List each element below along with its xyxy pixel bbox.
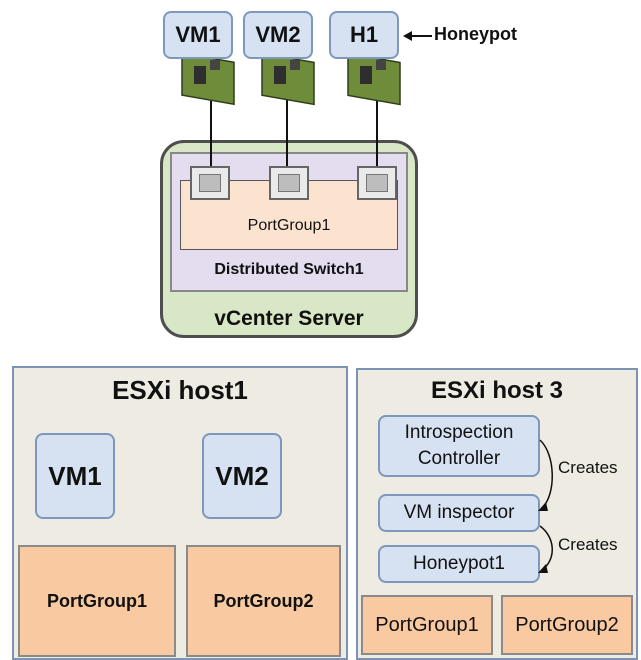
host1-portgroup2: PortGroup2 — [186, 545, 341, 657]
host1-vm1-box: VM1 — [35, 433, 115, 519]
switch-port-icon — [190, 166, 230, 200]
switch-port-icon — [269, 166, 309, 200]
creates-label-2: Creates — [558, 535, 618, 554]
vm2-box: VM2 — [243, 11, 313, 59]
introspection-line2: Controller — [417, 448, 501, 469]
h1-box: H1 — [329, 11, 399, 59]
vcenter-label: vCenter Server — [214, 307, 364, 330]
esxi-host3-title: ESXi host 3 — [430, 377, 564, 404]
introspection-controller-box: Introspection Controller — [378, 415, 540, 477]
vm1-box: VM1 — [163, 11, 233, 59]
switch-port-icon — [357, 166, 397, 200]
host3-portgroup1: PortGroup1 — [361, 595, 493, 655]
introspection-line1: Introspection — [404, 422, 514, 443]
vm-inspector-box: VM inspector — [378, 494, 540, 532]
host1-portgroup1: PortGroup1 — [18, 545, 176, 657]
nic-card-icon — [347, 52, 401, 106]
network-connections — [181, 31, 432, 168]
creates-label-1: Creates — [558, 458, 618, 477]
nic-card-icon — [261, 52, 315, 106]
creates-arrows — [538, 439, 553, 573]
host1-vm2-box: VM2 — [202, 433, 282, 519]
portgroup-label: PortGroup1 — [247, 217, 331, 234]
esxi-host1-title: ESXi host1 — [112, 374, 248, 405]
honeypot1-box: Honeypot1 — [378, 545, 540, 583]
host3-portgroup2: PortGroup2 — [501, 595, 633, 655]
distributed-switch-label: Distributed Switch1 — [214, 261, 364, 278]
nic-card-icon — [181, 52, 235, 106]
honeypot-label: Honeypot — [434, 24, 517, 44]
